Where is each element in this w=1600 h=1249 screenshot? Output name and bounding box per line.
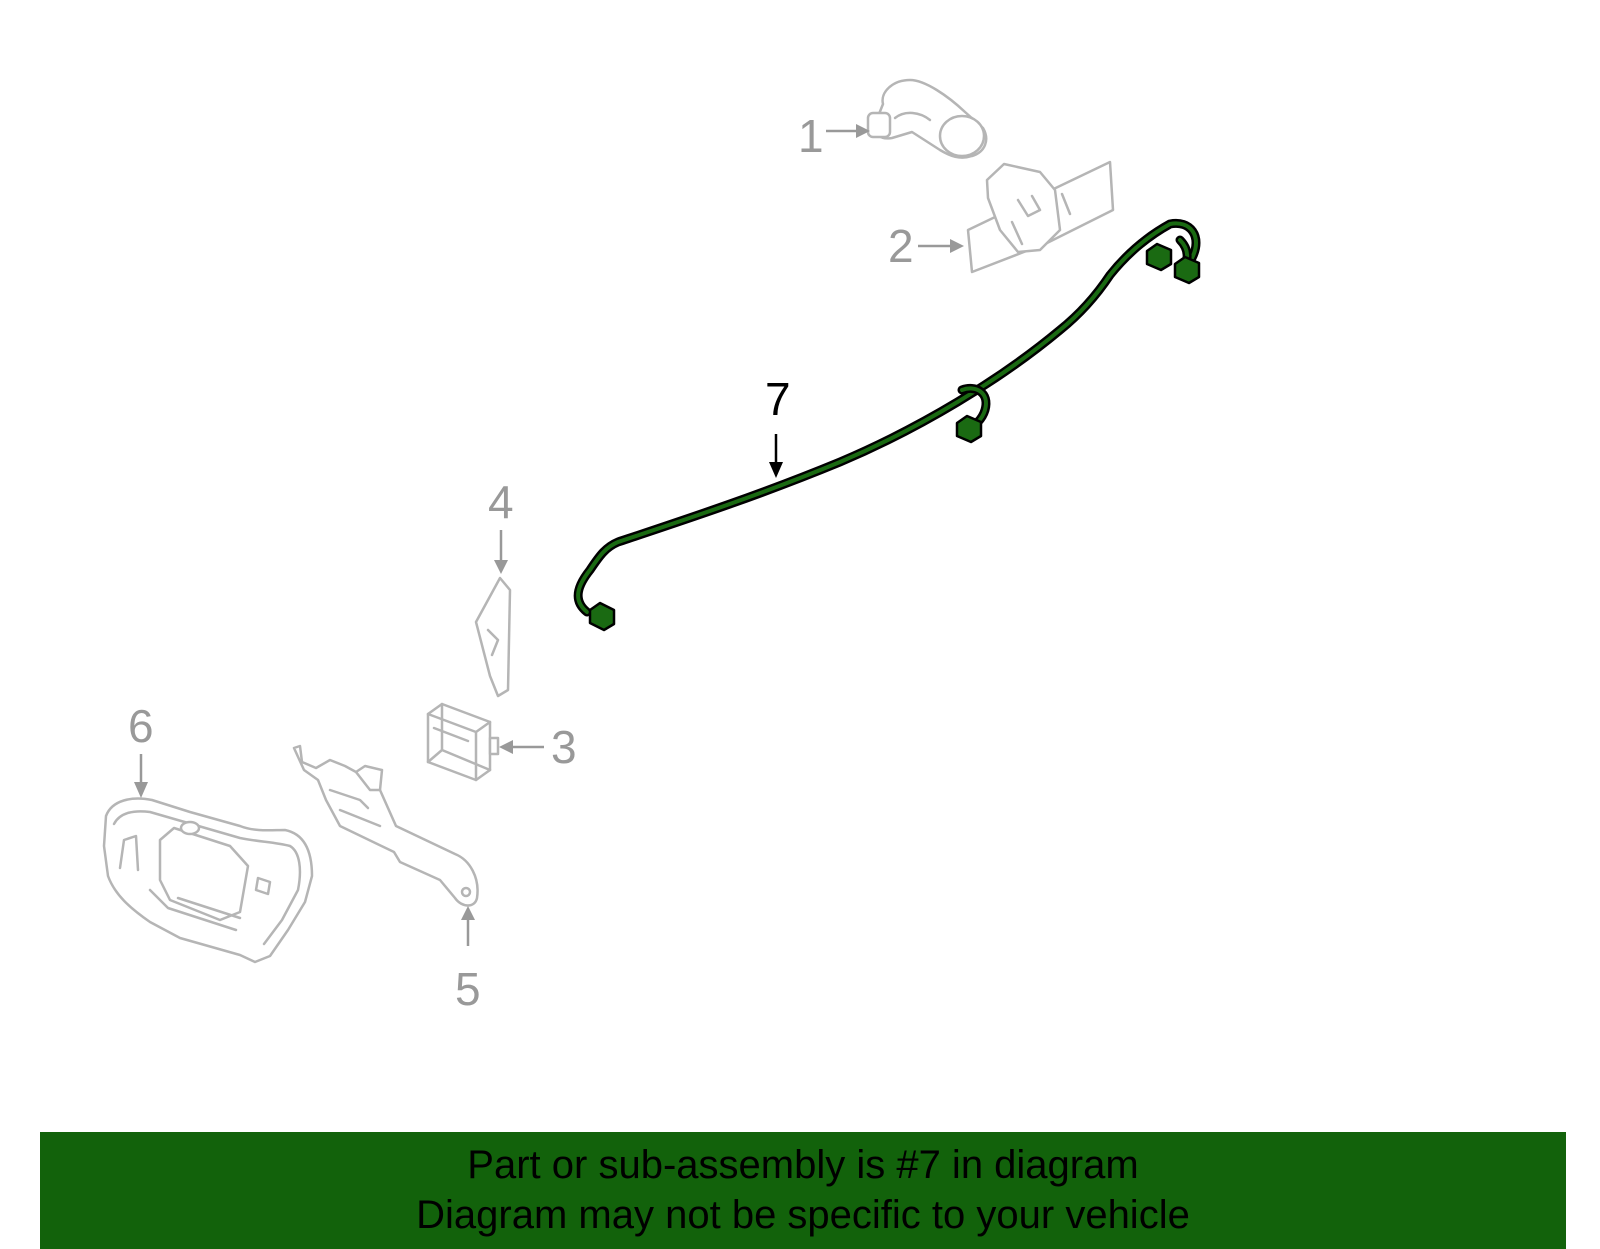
callout-6: 6 (128, 700, 154, 752)
part-2-sensor-bracket (966, 160, 1115, 274)
connector-right-b (1173, 255, 1201, 285)
connector-right-a (1145, 242, 1173, 272)
arrow-5 (461, 906, 475, 946)
info-banner: Part or sub-assembly is #7 in diagram Di… (40, 1132, 1566, 1249)
callout-4: 4 (488, 476, 514, 528)
part-1-parking-sensor (866, 78, 988, 159)
arrow-3 (499, 740, 544, 754)
arrow-1 (826, 124, 870, 138)
part-5-mounting-bracket (292, 744, 479, 907)
arrow-2 (918, 239, 964, 253)
banner-line-2: Diagram may not be specific to your vehi… (416, 1193, 1190, 1237)
connector-middle (955, 414, 983, 444)
arrow-7 (769, 434, 783, 478)
callout-2: 2 (888, 220, 914, 272)
arrow-4 (494, 530, 508, 574)
connector-left (588, 601, 616, 632)
part-4-bracket (474, 576, 512, 698)
callout-3: 3 (551, 721, 577, 773)
callout-1: 1 (798, 110, 824, 162)
banner-line-1: Part or sub-assembly is #7 in diagram (467, 1143, 1139, 1187)
part-7-wiring-harness (573, 218, 1201, 632)
arrow-6 (134, 754, 148, 798)
part-3-control-module (426, 702, 500, 782)
callout-5: 5 (455, 963, 481, 1015)
callout-7: 7 (765, 373, 791, 425)
part-6-housing (102, 797, 314, 964)
